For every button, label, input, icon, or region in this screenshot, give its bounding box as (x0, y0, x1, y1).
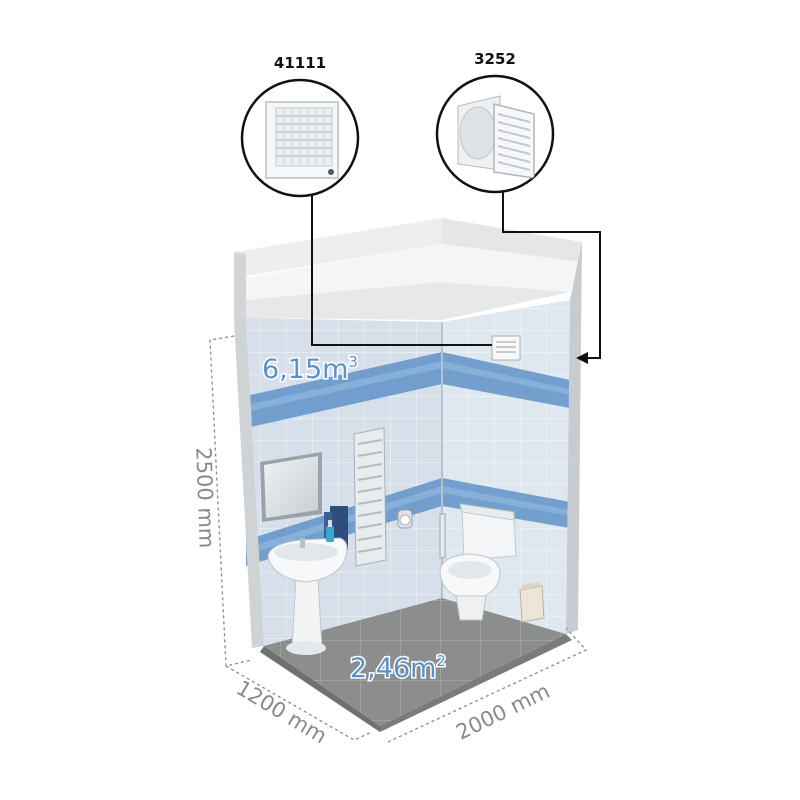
grab-bar (439, 513, 446, 559)
parapet-left (234, 218, 442, 278)
connector-3252 (502, 192, 601, 359)
connector-arrowhead (576, 352, 588, 364)
mirror (260, 452, 322, 522)
fixtures (260, 335, 545, 655)
floor-area-label: 2,46m2 (350, 652, 446, 684)
toilet (439, 503, 517, 621)
dimension-lines (209, 335, 588, 743)
sink (267, 520, 348, 655)
product-41111: 41111 (240, 54, 360, 198)
room-volume-unit-sup: 3 (348, 353, 358, 371)
parapet-left-front (234, 252, 246, 320)
connector-41111 (311, 196, 492, 346)
floor (264, 598, 566, 726)
floor-area-value: 2,46m (350, 653, 436, 684)
parapet-right (442, 218, 582, 262)
towel-radiator (353, 427, 387, 567)
left-wall-edge (234, 318, 264, 648)
floor-area-unit-sup: 2 (436, 652, 446, 670)
louvered-fan-icon (265, 101, 339, 179)
room-volume-value: 6,15m (262, 354, 348, 385)
product-code-41111: 41111 (274, 54, 326, 72)
product-code-3252: 3252 (474, 50, 516, 68)
right-wall-edge (566, 242, 582, 634)
room-volume-label: 6,15m3 (262, 353, 358, 385)
height-dimension: 2500 mm (191, 447, 219, 549)
vent-grille-icon (457, 95, 535, 179)
product-3252: 3252 (435, 50, 555, 194)
connector-lines (311, 192, 601, 364)
ceiling-edge (246, 282, 570, 320)
toilet-paper-holder (397, 509, 413, 529)
installed-fan (491, 335, 521, 361)
waste-bin (519, 582, 545, 623)
